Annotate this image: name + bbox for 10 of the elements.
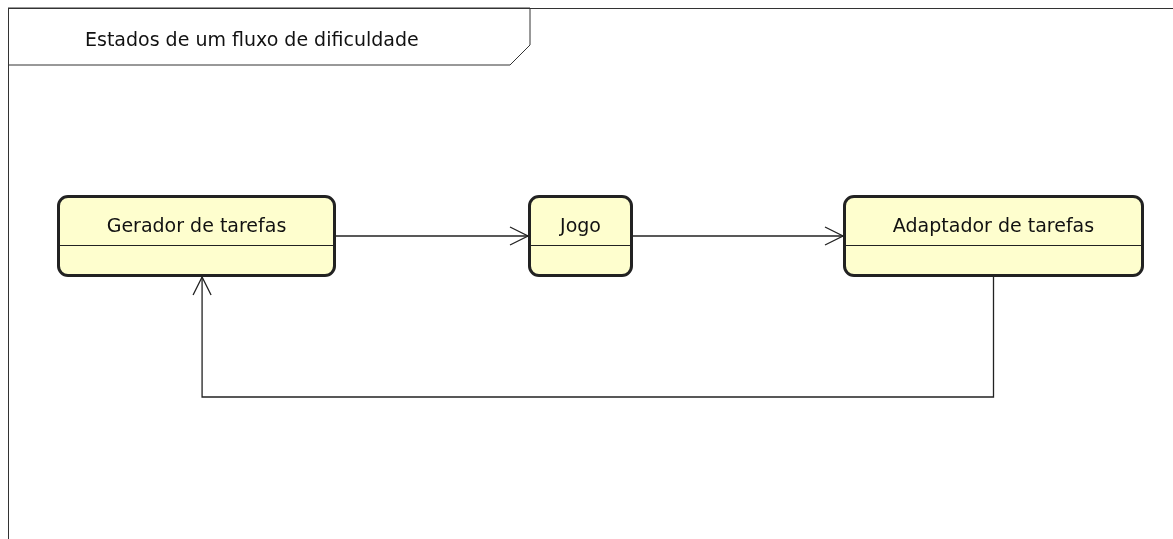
arrow bbox=[335, 226, 529, 246]
state-name: Gerador de tarefas bbox=[105, 214, 288, 236]
state-name: Adaptador de tarefas bbox=[891, 214, 1096, 236]
state-box bbox=[843, 195, 1144, 277]
arrow bbox=[632, 226, 844, 246]
state-box bbox=[528, 195, 633, 277]
state-name: Jogo bbox=[558, 214, 602, 236]
state-box bbox=[57, 195, 336, 277]
arrow bbox=[192, 276, 995, 398]
diagram-title: Estados de um fluxo de dificuldade bbox=[85, 28, 419, 50]
